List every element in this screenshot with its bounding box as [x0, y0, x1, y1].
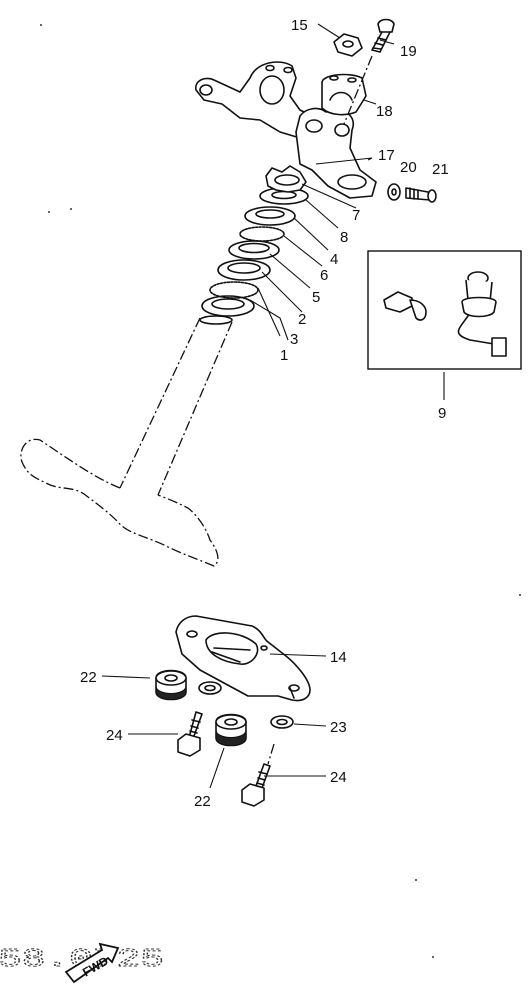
mount-bracket — [175, 615, 311, 702]
fwd-arrow-icon — [64, 942, 120, 984]
washer-bracket-left — [198, 681, 222, 695]
callout-5: 5 — [312, 289, 320, 306]
leader-lines — [101, 23, 445, 789]
bolt-small — [405, 187, 437, 203]
bearing-stack — [201, 165, 309, 317]
callout-4: 4 — [330, 251, 338, 268]
callout-8: 8 — [340, 229, 348, 246]
callout-1: 1 — [280, 347, 288, 364]
callout-17: 17 — [378, 147, 395, 164]
lower-cup — [217, 259, 271, 281]
screw-left — [177, 711, 203, 757]
handlebar-holder-lower — [295, 107, 377, 199]
callout-23: 23 — [330, 719, 347, 736]
steering-stem — [20, 315, 233, 567]
callout-9: 9 — [438, 405, 446, 422]
scan-specks — [40, 24, 521, 958]
callout-22-center: 22 — [194, 793, 211, 810]
damper-center — [215, 713, 247, 747]
callout-3: 3 — [290, 331, 298, 348]
callout-2: 2 — [298, 311, 306, 328]
callout-19: 19 — [400, 43, 417, 60]
nut — [333, 33, 363, 57]
upper-bracket — [195, 61, 321, 139]
callout-20: 20 — [400, 159, 417, 176]
callout-labels: 15 19 18 17 20 21 7 8 4 6 5 2 3 1 9 14 2… — [80, 17, 449, 810]
washer-bracket-right — [270, 715, 294, 729]
bolt — [343, 18, 395, 125]
callout-7: 7 — [352, 207, 360, 224]
washer-small — [387, 183, 401, 201]
callout-18: 18 — [376, 103, 393, 120]
callout-24-right: 24 — [330, 769, 347, 786]
drawing-footer: 58.0725 FWD — [0, 942, 165, 984]
callout-14: 14 — [330, 649, 347, 666]
lower-race — [201, 295, 255, 317]
upper-race — [244, 206, 296, 226]
callout-15: 15 — [291, 17, 308, 34]
screw-right — [241, 743, 275, 807]
callout-21: 21 — [432, 161, 449, 178]
callout-22-left: 22 — [80, 669, 97, 686]
upper-ball-race — [239, 226, 285, 242]
inset-main-switch — [367, 250, 522, 370]
callout-6: 6 — [320, 267, 328, 284]
ring-nut — [265, 165, 307, 193]
lower-ball-race — [209, 281, 259, 299]
callout-24-left: 24 — [106, 727, 123, 744]
handlebar-holder-upper — [321, 73, 367, 116]
upper-cup — [228, 240, 280, 260]
damper-left — [155, 669, 187, 701]
